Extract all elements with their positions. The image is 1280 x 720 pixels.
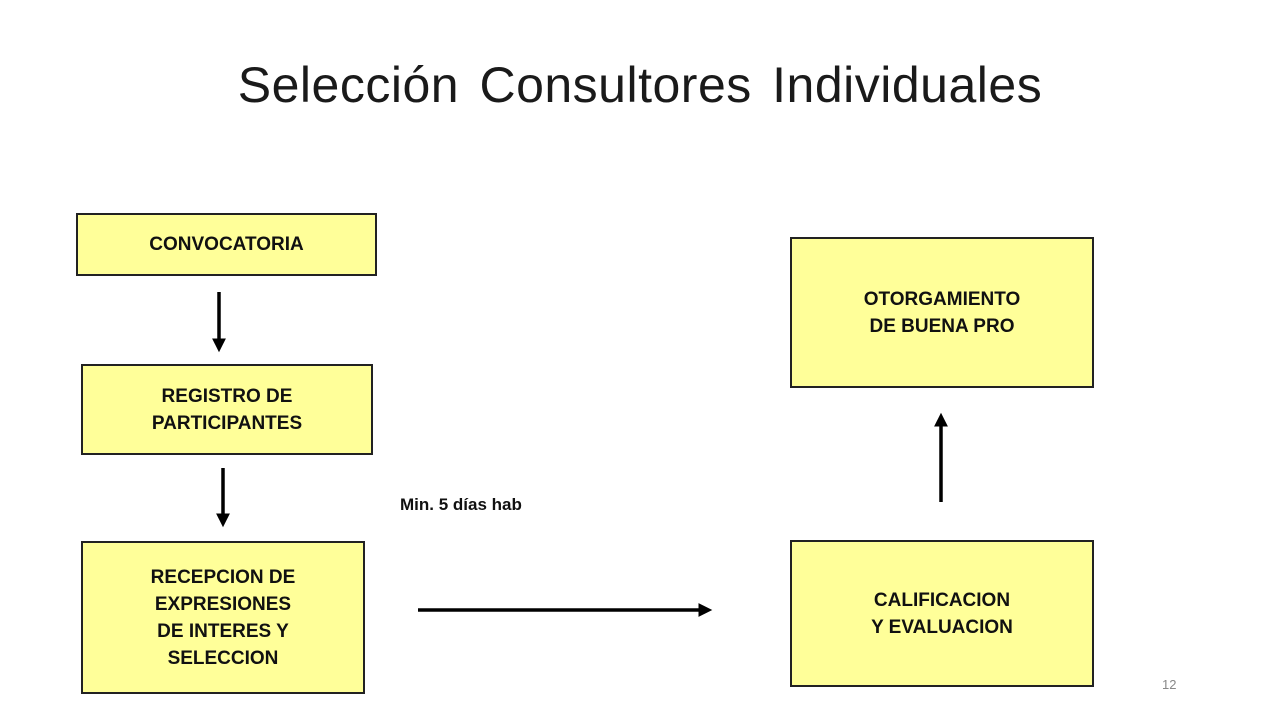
page-number: 12 — [1162, 677, 1177, 692]
slide-title: Selección Consultores Individuales — [237, 57, 1043, 113]
node-calificacion-evaluacion: CALIFICACION Y EVALUACION — [790, 540, 1094, 687]
node-registro-participantes: REGISTRO DE PARTICIPANTES — [81, 364, 373, 455]
node-recepcion-expresiones: RECEPCION DE EXPRESIONES DE INTERES Y SE… — [81, 541, 365, 694]
node-otorgamiento-buena-pro: OTORGAMIENTO DE BUENA PRO — [790, 237, 1094, 388]
node-convocatoria: CONVOCATORIA — [76, 213, 377, 276]
edge-label-min-dias: Min. 5 días hab — [400, 495, 522, 514]
